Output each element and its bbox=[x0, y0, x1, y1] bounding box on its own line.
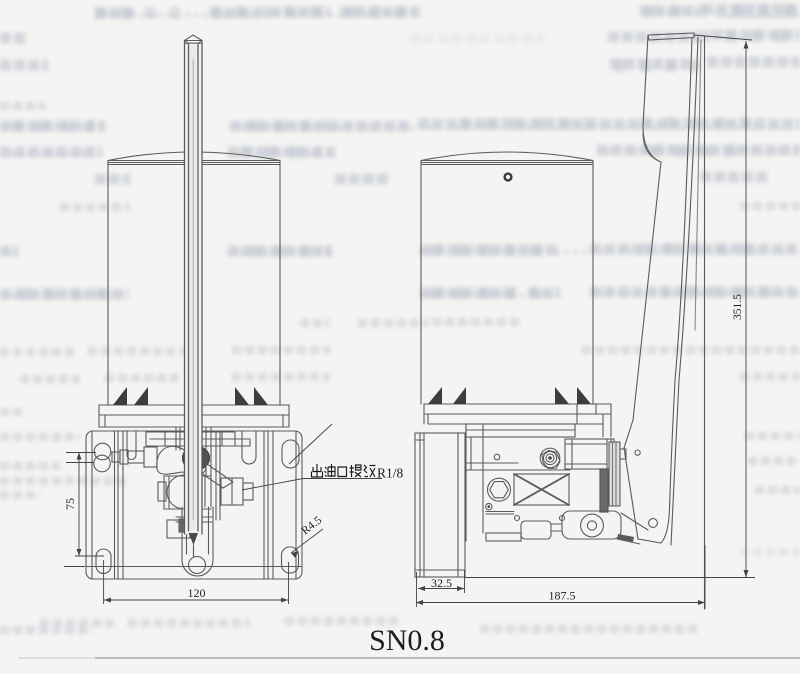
svg-text:32.5: 32.5 bbox=[431, 576, 452, 590]
svg-text:SN0.8: SN0.8 bbox=[369, 624, 445, 657]
svg-text:120: 120 bbox=[188, 586, 206, 600]
svg-text:351.5: 351.5 bbox=[732, 294, 744, 320]
svg-text:187.5: 187.5 bbox=[549, 589, 576, 603]
svg-text:75: 75 bbox=[63, 498, 77, 510]
svg-text:R1/8: R1/8 bbox=[377, 466, 404, 481]
